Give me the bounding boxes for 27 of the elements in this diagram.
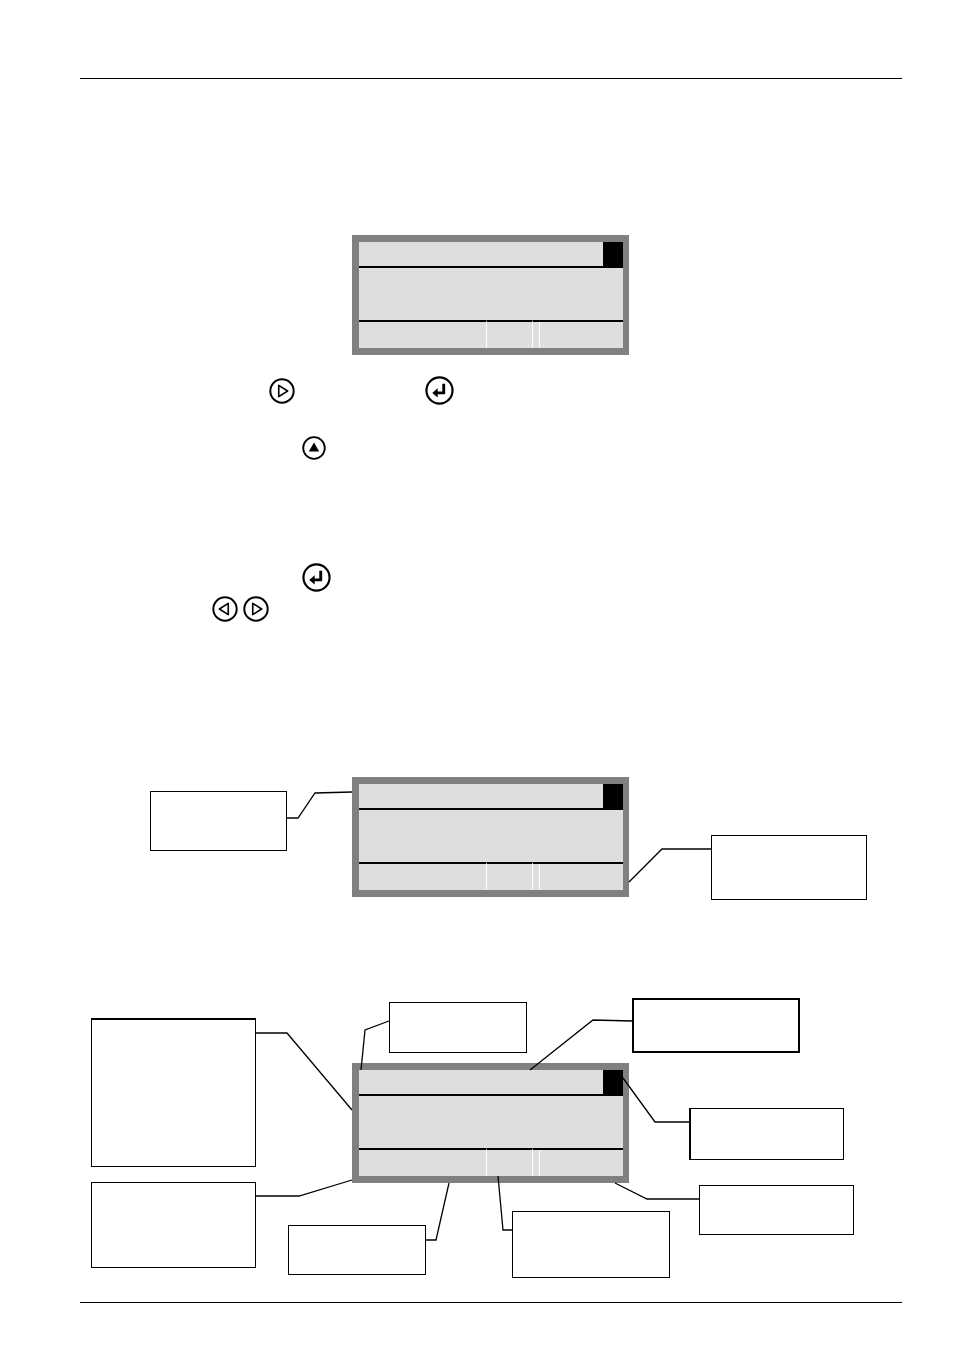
softkey-segment [359, 1148, 486, 1176]
leader-line [628, 848, 712, 883]
title-bar [359, 1070, 603, 1096]
callout-box [632, 998, 800, 1053]
callout-box [91, 1018, 256, 1167]
leader-line [614, 1182, 700, 1200]
leader-line [425, 1182, 450, 1241]
callout-box [150, 791, 287, 851]
softkey-segment [486, 1148, 533, 1176]
leader-line [255, 1179, 353, 1197]
callout-box [512, 1211, 670, 1278]
lcd-screen [352, 1063, 629, 1183]
callout-box [699, 1185, 854, 1235]
status-indicator [603, 1070, 623, 1096]
callout-box [91, 1182, 256, 1268]
callout-box [711, 835, 867, 900]
leader-line [497, 1175, 513, 1231]
leader-line [360, 1020, 390, 1071]
leader-line [255, 1032, 353, 1111]
display-area [359, 1096, 623, 1148]
callout-box [288, 1225, 426, 1275]
lcd-screen-drawing [352, 235, 629, 355]
softkey-segment [533, 1148, 623, 1176]
lcd-screen-drawing [352, 777, 629, 897]
leader-line [286, 791, 353, 819]
callout-box [689, 1108, 844, 1160]
callout-box [389, 1002, 527, 1053]
